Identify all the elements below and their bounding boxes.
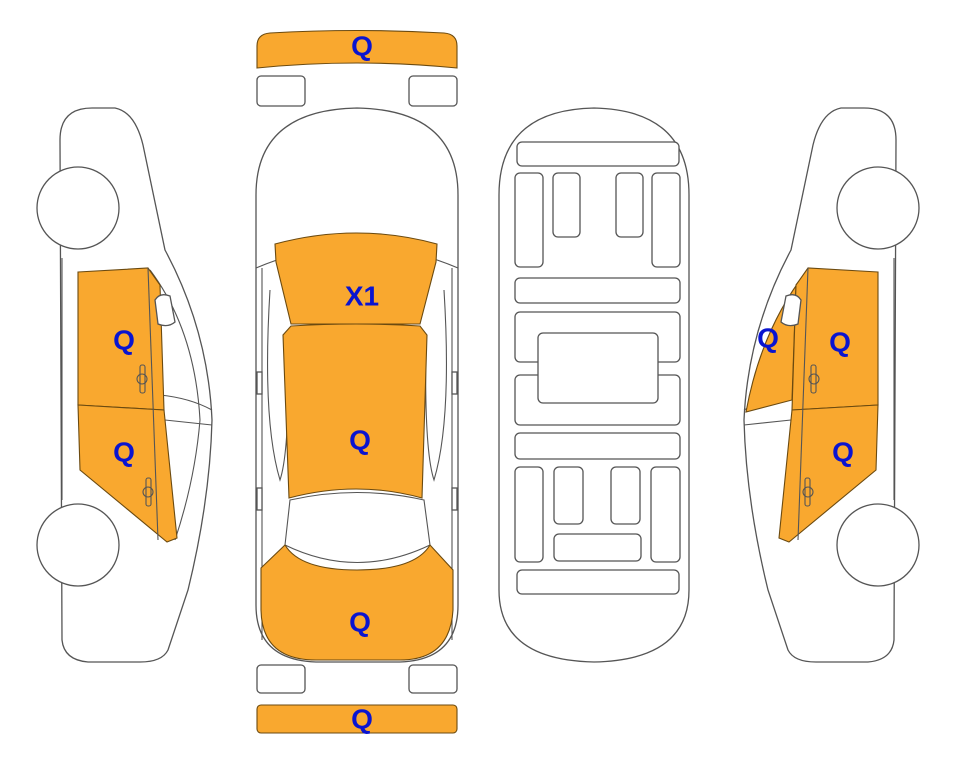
rear-bumper-panel[interactable] xyxy=(256,704,458,734)
left-rear-door-code: Q xyxy=(113,437,135,468)
trunk-panel[interactable] xyxy=(260,544,454,661)
headlight-left xyxy=(256,75,306,107)
headlight-right xyxy=(408,75,458,107)
windshield-panel[interactable] xyxy=(274,232,438,325)
front-bumper-panel[interactable] xyxy=(256,29,458,69)
left-front-door-code: Q xyxy=(113,325,135,356)
left-side-view-car xyxy=(36,107,213,663)
right-front-door-code: Q xyxy=(829,327,851,358)
underside-view-car xyxy=(498,107,690,663)
windshield-code: X1 xyxy=(345,281,379,312)
taillight-right xyxy=(408,664,458,694)
roof-panel[interactable] xyxy=(282,323,428,499)
rear-bumper-code: Q xyxy=(351,704,373,735)
right-rear-door-code: Q xyxy=(832,437,854,468)
trunk-code: Q xyxy=(349,607,371,638)
front-bumper-code: Q xyxy=(351,31,373,62)
taillight-left xyxy=(256,664,306,694)
right-front-window-code: Q xyxy=(757,323,779,354)
roof-code: Q xyxy=(349,425,371,456)
right-side-view-car xyxy=(743,107,920,663)
